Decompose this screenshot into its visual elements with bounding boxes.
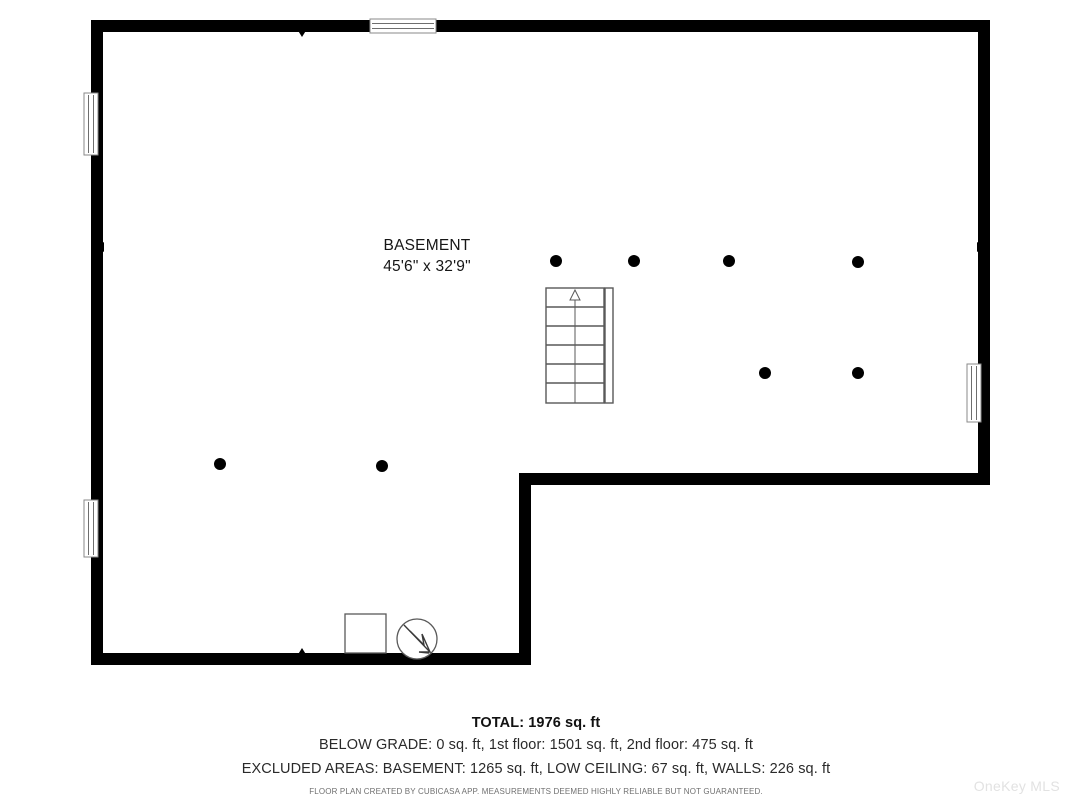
wall-outline-inner-void [103, 32, 978, 653]
staircase [545, 287, 614, 404]
excluded-areas-line: EXCLUDED AREAS: BASEMENT: 1265 sq. ft, L… [241, 760, 831, 777]
support-column-dot [759, 367, 771, 379]
electrical-panel-icon [396, 618, 438, 660]
support-column-dot [723, 255, 735, 267]
support-column-dot [214, 458, 226, 470]
window-group [83, 18, 982, 558]
exterior-walls [91, 20, 990, 665]
staircase-up-arrow-icon [569, 288, 581, 301]
room-name: BASEMENT [383, 237, 471, 254]
window-right [966, 363, 982, 423]
support-column-dot [376, 460, 388, 472]
room-label-basement: BASEMENT 45'6" x 32'9" [383, 236, 471, 278]
support-column-dot [550, 255, 562, 267]
window-left-lower [83, 499, 99, 558]
area-summary: TOTAL: 1976 sq. ft BELOW GRADE: 0 sq. ft… [0, 712, 1072, 796]
room-dimensions: 45'6" x 32'9" [383, 257, 471, 275]
fixture-group [344, 613, 438, 660]
disclaimer-line: FLOOR PLAN CREATED BY CUBICASA APP. MEAS… [309, 786, 763, 796]
grade-breakdown-line: BELOW GRADE: 0 sq. ft, 1st floor: 1501 s… [319, 737, 753, 754]
window-top [369, 18, 437, 34]
onekey-mls-watermark: OneKey MLS [973, 778, 1060, 794]
support-column-dot [852, 256, 864, 268]
support-column-group [214, 255, 864, 472]
window-left-upper [83, 92, 99, 156]
marker-top-arrow-icon [297, 29, 307, 37]
staircase-railing [604, 287, 614, 404]
marker-right-arrow-icon [977, 242, 985, 252]
total-area-line: TOTAL: 1976 sq. ft [471, 715, 601, 731]
marker-bottom-arrow-icon [297, 648, 307, 656]
support-column-dot [852, 367, 864, 379]
marker-left-arrow-icon [96, 242, 104, 252]
support-column-dot [628, 255, 640, 267]
dimension-marker-group [96, 29, 985, 656]
appliance-square-fixture [344, 613, 387, 654]
